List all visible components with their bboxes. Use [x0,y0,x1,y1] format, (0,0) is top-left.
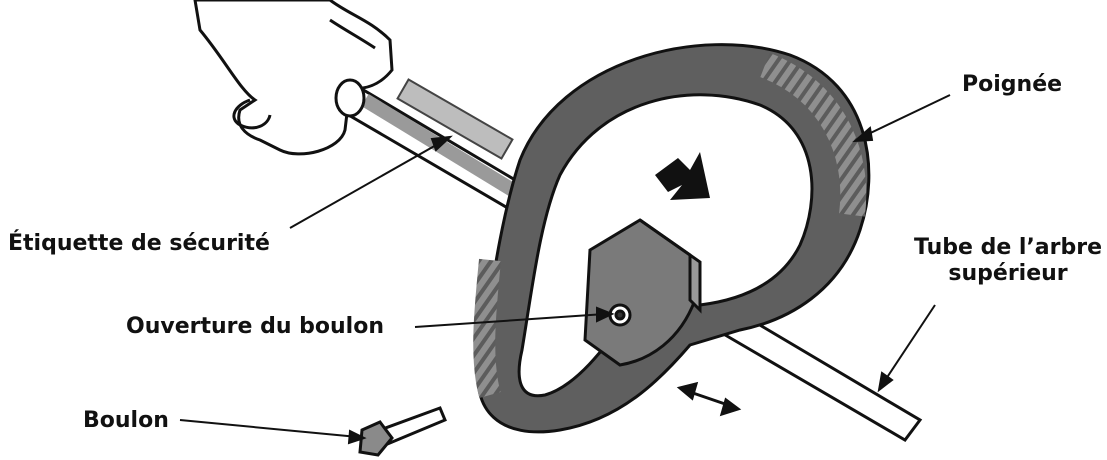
label-tube-line1: Tube de l’arbre [914,235,1103,260]
bolt [358,406,447,457]
leader-line-opening [414,313,606,328]
double-headed-arrow-icon [676,381,742,417]
handle-clamp [583,218,702,367]
safety-label-band [396,78,514,160]
label-upper-shaft-tube: Tube de l’arbre supérieur [914,235,1102,287]
push-down-arrow-icon [655,152,710,200]
label-tube-line2: supérieur [948,261,1068,286]
label-safety-label: Étiquette de sécurité [8,231,270,256]
label-handle: Poignée [962,72,1063,97]
leader-line-safety [289,139,446,229]
leader-line-tube [881,304,936,386]
label-bolt-opening: Ouverture du boulon [126,314,384,339]
leader-line-handle [859,94,951,139]
label-bolt: Boulon [83,408,169,433]
leader-line-bolt [179,419,359,438]
engine-housing [193,0,394,156]
